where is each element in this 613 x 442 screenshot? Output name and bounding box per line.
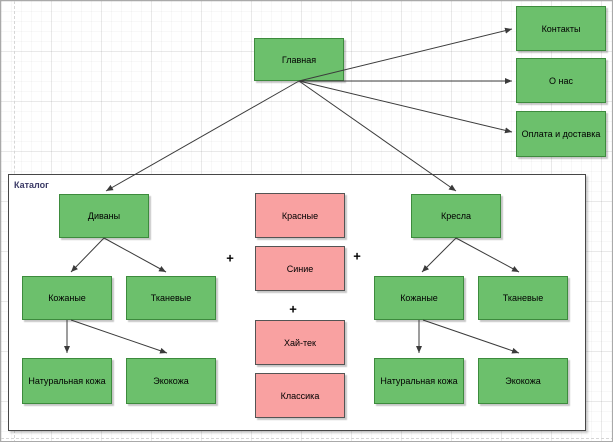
node-tkanevye-right[interactable]: Тканевые [478,276,568,320]
page-boundary-horizontal [1,438,612,439]
node-oplata-i-dostavka[interactable]: Оплата и доставка [516,111,606,157]
node-glavnaya-label: Главная [281,54,317,65]
node-glavnaya[interactable]: Главная [254,38,344,81]
node-divany[interactable]: Диваны [59,194,149,238]
node-naturalnaya-kozha-left[interactable]: Натуральная кожа [22,358,112,404]
node-ekokozha-left[interactable]: Экокожа [126,358,216,404]
plus-sign-left: + [226,250,234,266]
node-tkanevye-left-label: Тканевые [150,293,192,303]
node-tkanevye-left[interactable]: Тканевые [126,276,216,320]
node-kresla[interactable]: Кресла [411,194,501,238]
node-ekokozha-left-label: Экокожа [153,376,189,386]
catalog-container-label: Каталог [14,180,49,190]
node-naturalnaya-kozha-right[interactable]: Натуральная кожа [374,358,464,404]
node-oplata-label: Оплата и доставка [521,129,601,139]
node-sinie[interactable]: Синие [255,246,345,291]
node-kozhanye-right-label: Кожаные [400,293,438,303]
node-kresla-label: Кресла [440,211,471,221]
node-o-nas-label: О нас [549,75,573,86]
arrow-glavnaya-oplata [298,80,513,134]
node-kontakty-label: Контакты [541,23,581,34]
node-sinie-label: Синие [286,263,314,274]
node-krasnye-label: Красные [281,210,319,221]
node-ekokozha-right[interactable]: Экокожа [478,358,568,404]
node-hi-tech[interactable]: Хай-тек [255,320,345,365]
node-tkanevye-right-label: Тканевые [502,293,544,303]
node-krasnye[interactable]: Красные [255,193,345,238]
node-o-nas[interactable]: О нас [516,58,606,103]
plus-sign-right: + [353,248,361,264]
node-divany-label: Диваны [87,211,121,221]
node-ekokozha-right-label: Экокожа [505,376,541,386]
node-kozhanye-left[interactable]: Кожаные [22,276,112,320]
node-hi-tech-label: Хай-тек [284,337,316,348]
node-nat-kozha-right-label: Натуральная кожа [380,376,458,386]
node-kozhanye-left-label: Кожаные [48,293,86,303]
plus-sign-middle: + [289,301,297,317]
node-kozhanye-right[interactable]: Кожаные [374,276,464,320]
node-nat-kozha-left-label: Натуральная кожа [28,376,106,386]
node-klassika-label: Классика [280,390,320,401]
node-kontakty[interactable]: Контакты [516,6,606,51]
node-klassika[interactable]: Классика [255,373,345,418]
